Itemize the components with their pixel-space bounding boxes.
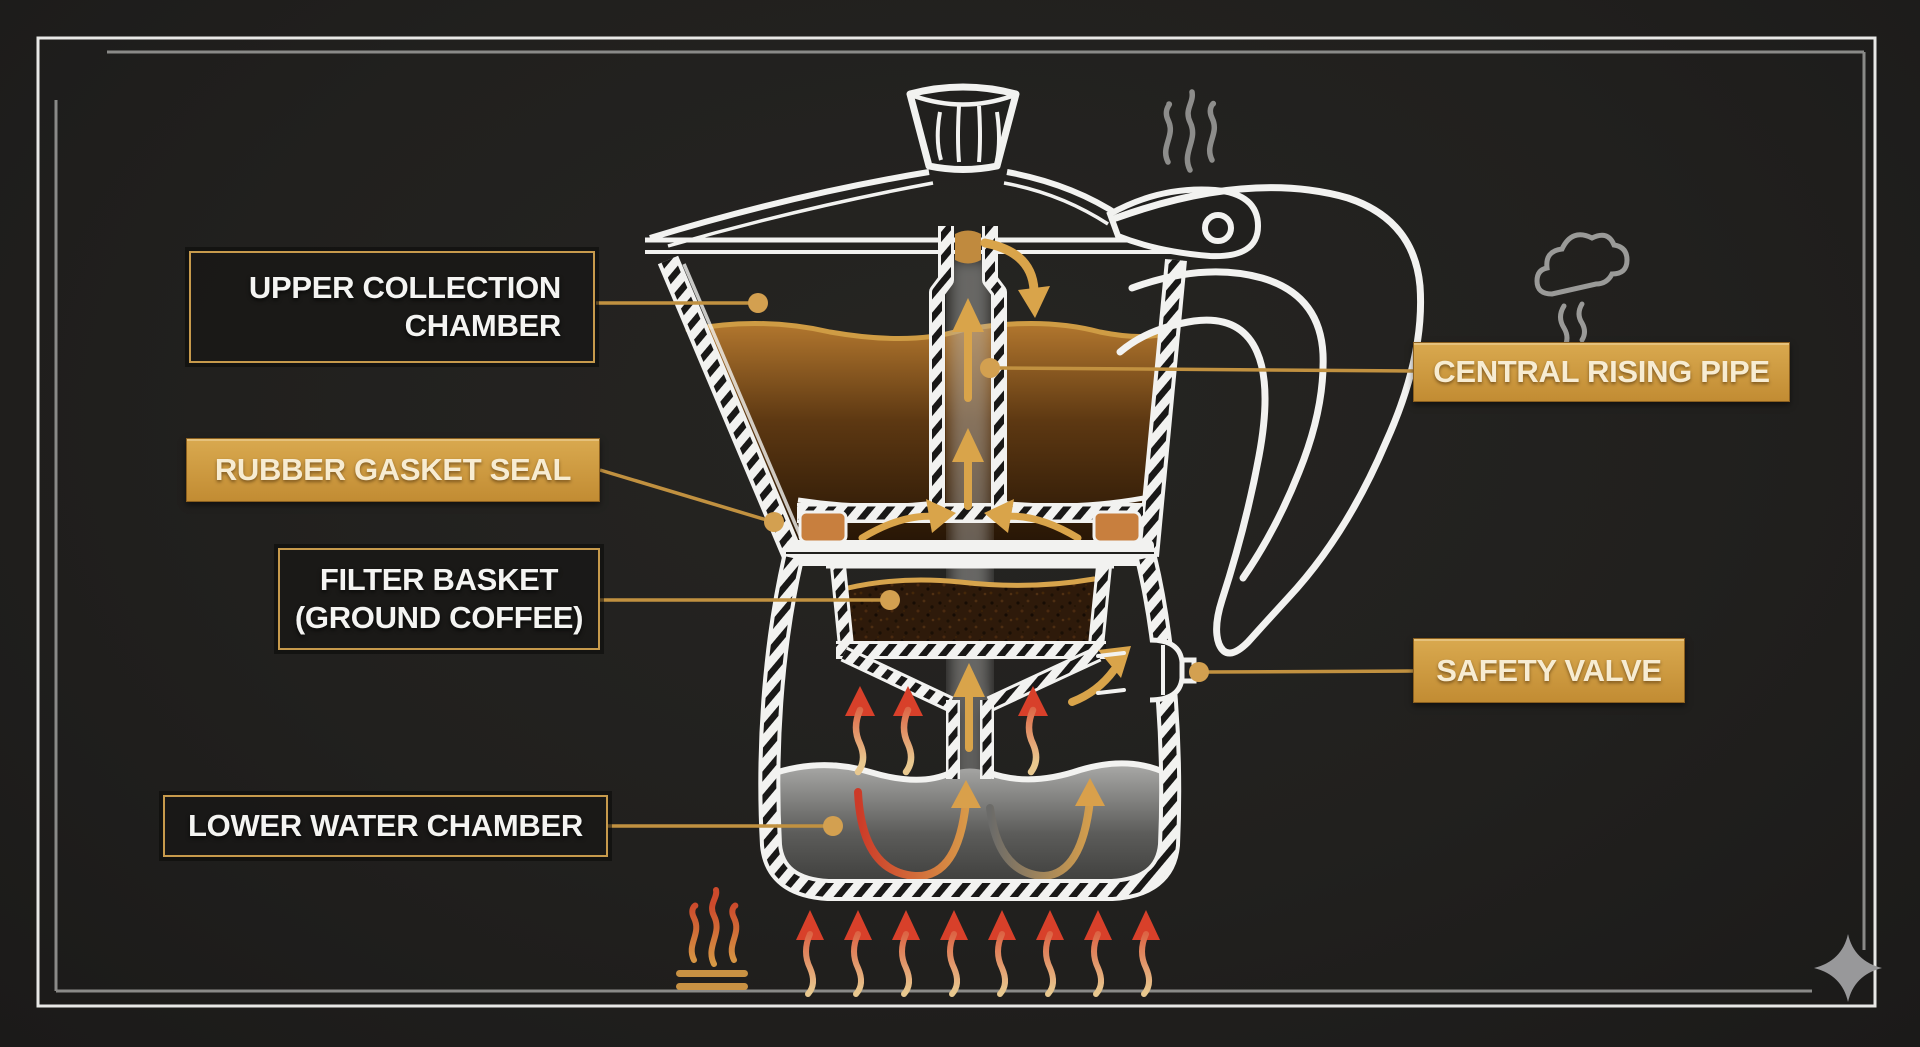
filter-basket: [826, 563, 1114, 659]
heat-arrows: [796, 910, 1160, 997]
connector-safety-valve: [1189, 662, 1414, 682]
joint-flange: [786, 540, 1154, 566]
pipe-up-arrows: [952, 298, 985, 752]
label-filter-basket: FILTER BASKET (GROUND COFFEE): [278, 548, 600, 650]
pipe-spout: [955, 230, 981, 264]
lower-chamber-walls: [758, 555, 1182, 901]
label-connectors: [596, 293, 1414, 836]
rubber-gaskets: [798, 510, 1142, 544]
handle-pivot: [1202, 212, 1234, 244]
label-central-rising-pipe: CENTRAL RISING PIPE: [1413, 342, 1790, 402]
heat-icon: [676, 887, 748, 990]
label-upper-collection-chamber: UPPER COLLECTION CHAMBER: [189, 251, 595, 363]
label-text: CENTRAL RISING PIPE: [1433, 354, 1770, 390]
label-text: RUBBER GASKET SEAL: [214, 452, 572, 488]
convection-arrows: [854, 778, 1105, 881]
label-lower-water-chamber: LOWER WATER CHAMBER: [163, 795, 608, 857]
water-surface-line: [987, 760, 1171, 783]
central-pipe: [929, 226, 1007, 512]
knob: [906, 83, 1020, 173]
converging-arrows: [858, 499, 1082, 542]
label-text: LOWER WATER CHAMBER: [188, 808, 583, 844]
label-text: UPPER COLLECTION CHAMBER: [248, 270, 561, 343]
label-rubber-gasket-seal: RUBBER GASKET SEAL: [186, 438, 600, 502]
label-safety-valve: SAFETY VALVE: [1413, 638, 1685, 703]
connector-lower-water-chamber: [608, 816, 843, 836]
funnel: [840, 646, 1102, 779]
connector-rubber-gasket-seal: [599, 468, 784, 532]
connector-filter-basket: [600, 590, 900, 610]
connector-central-rising-pipe: [980, 358, 1414, 378]
decorative-frame: [36, 36, 1877, 1008]
steam-icon: [1163, 89, 1217, 173]
cloud-steam-icon: [1534, 232, 1630, 351]
water-surface-line: [766, 762, 953, 783]
moka-pot-illustration: [645, 83, 1425, 997]
label-text: SAFETY VALVE: [1436, 652, 1662, 688]
lower-chamber-water: [766, 760, 1171, 887]
connector-upper-collection-chamber: [596, 293, 768, 313]
upper-chamber-walls: [657, 255, 1187, 561]
lid: [649, 169, 1122, 248]
arch-arrow: [980, 238, 1050, 318]
label-text: FILTER BASKET (GROUND COFFEE): [294, 562, 584, 635]
ground-coffee: [846, 581, 1096, 642]
upper-rim: [645, 237, 1190, 254]
handle: [1106, 184, 1425, 657]
sparkle-icon: [1814, 934, 1882, 1002]
